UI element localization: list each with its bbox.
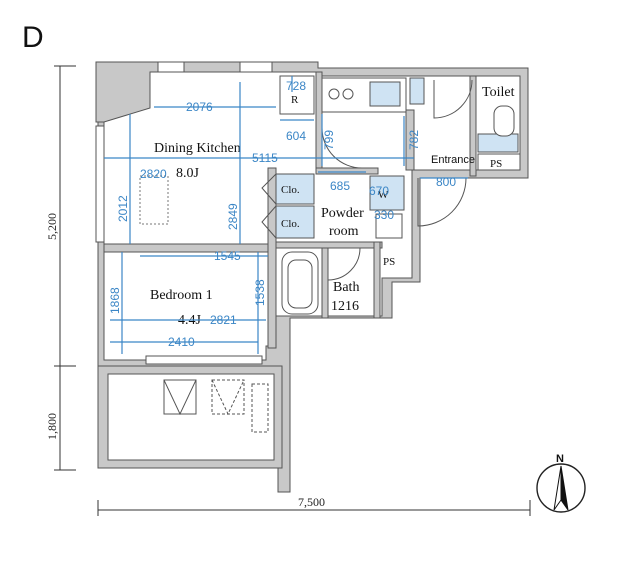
door-entrance — [417, 177, 467, 227]
window-bedroom — [145, 355, 263, 365]
partition-powder — [315, 167, 379, 175]
dining-kitchen-name: Dining Kitchen — [154, 141, 241, 156]
dim-2821: 2821 — [210, 313, 237, 327]
bedroom-name: Bedroom 1 — [150, 288, 213, 303]
partition-ps — [373, 241, 381, 319]
walls — [95, 61, 529, 493]
bathtub-inner — [287, 259, 313, 309]
bathtub — [281, 251, 319, 315]
partition-closet — [267, 167, 277, 349]
sofa-dashed — [139, 175, 169, 225]
refrigerator-label: R — [291, 94, 299, 106]
plan-label: D — [22, 21, 44, 54]
dim-685: 685 — [330, 179, 350, 193]
toilet-label: Toilet — [482, 85, 515, 100]
ps-bath-label: PS — [383, 256, 395, 268]
dim-604: 604 — [286, 129, 306, 143]
door-closet-2 — [261, 205, 277, 239]
balcony-floor — [107, 373, 275, 461]
dim-2012: 2012 — [116, 195, 130, 222]
outer-height-balcony: 1,800 — [45, 413, 59, 440]
window-left — [95, 125, 105, 243]
partition-bath — [275, 241, 383, 249]
bath-name: Bath — [333, 280, 359, 295]
outer-height-main: 5,200 — [45, 213, 59, 240]
dining-kitchen-size: 8.0J — [176, 166, 200, 181]
partition-entrance — [405, 109, 415, 171]
partition-dk-bedroom — [103, 243, 277, 253]
partition-toilet — [469, 75, 477, 177]
powder-room-line1: Powder — [321, 206, 364, 221]
dim-2076: 2076 — [186, 100, 213, 114]
bath-size: 1216 — [331, 299, 359, 314]
door-bath — [327, 247, 361, 281]
dim-782: 782 — [407, 130, 421, 150]
powder-room-line2: room — [329, 224, 359, 239]
outer-dimension-lines — [54, 65, 531, 516]
north-compass — [536, 463, 586, 513]
window-top-1 — [157, 61, 185, 73]
partition-bath-side — [321, 247, 329, 319]
washer-box — [369, 175, 405, 211]
dim-330: 330 — [374, 208, 394, 222]
dim-5115: 5115 — [252, 151, 278, 165]
dim-2410: 2410 — [168, 335, 195, 349]
dim-728: 728 — [286, 79, 306, 93]
dim-1538: 1538 — [253, 279, 267, 306]
closet-1 — [275, 173, 315, 205]
ps-top-label: PS — [490, 158, 502, 170]
partition-kitchen — [315, 71, 323, 171]
dim-670: 670 — [369, 184, 389, 198]
outer-width-total: 7,500 — [298, 495, 325, 509]
window-top-2 — [239, 61, 273, 73]
closet-1-label: Clo. — [281, 184, 300, 196]
washbasin — [375, 213, 403, 239]
closet-2 — [275, 205, 315, 239]
windows — [95, 61, 273, 365]
dimension-lines — [104, 76, 468, 354]
washer-label: W — [378, 189, 389, 201]
refrigerator-box — [279, 75, 315, 115]
dim-800: 800 — [436, 175, 456, 189]
compass-label: N — [556, 453, 564, 465]
balcony-fixtures — [163, 379, 269, 433]
door-closet-1 — [261, 173, 277, 205]
kitchen-counter — [321, 77, 425, 113]
dim-799: 799 — [322, 130, 336, 150]
dim-2820: 2820 — [140, 167, 167, 181]
entrance-label: Entrance — [431, 154, 475, 166]
toilet-fixture — [477, 105, 521, 171]
dim-1545: 1545 — [214, 249, 241, 263]
dim-2849: 2849 — [226, 203, 240, 230]
closet-2-label: Clo. — [281, 218, 300, 230]
dim-1868: 1868 — [108, 287, 122, 314]
door-toilet — [433, 79, 473, 119]
corner-wall — [95, 61, 159, 123]
